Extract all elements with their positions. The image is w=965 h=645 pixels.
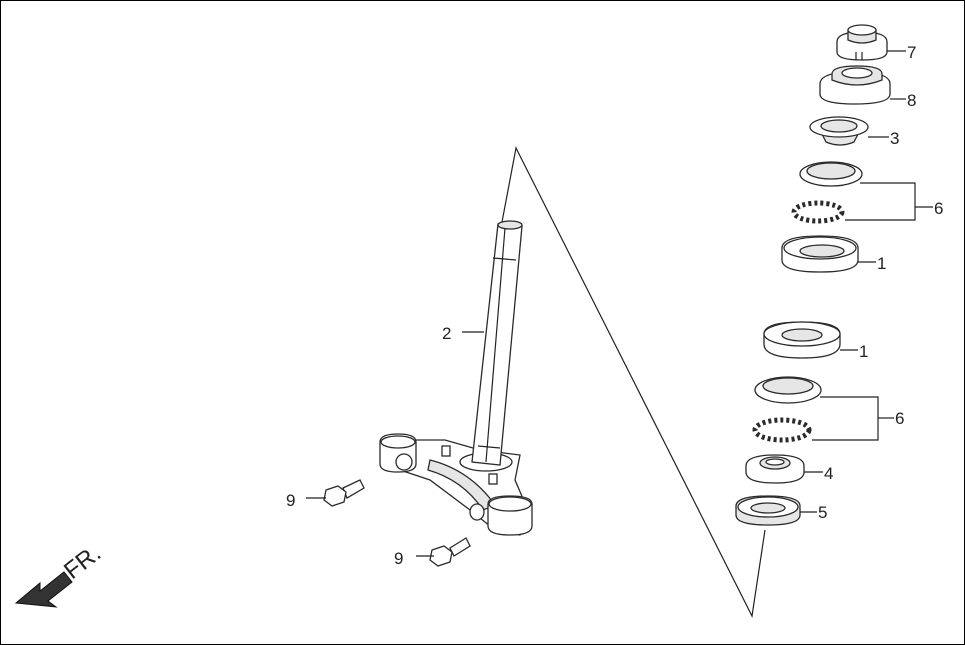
label-part-1-lower: 1 <box>859 342 868 361</box>
part-7-lock-nut <box>836 24 906 61</box>
part-8-adjusting-nut <box>819 65 906 105</box>
part-1-upper-race <box>781 235 876 273</box>
part-6-upper-ball-bearings <box>791 161 933 224</box>
label-part-7: 7 <box>907 43 916 62</box>
label-part-4: 4 <box>824 464 833 483</box>
label-part-3: 3 <box>890 129 899 148</box>
part-5-dust-seal <box>735 495 817 526</box>
part-1-lower-race <box>763 321 858 359</box>
part-6-lower-ball-bearings <box>752 376 894 443</box>
part-4-lower-cone-race <box>745 454 823 484</box>
part-9-upper-bolt <box>306 479 365 507</box>
part-9-lower-bolt <box>416 537 471 567</box>
part-3-upper-cone-race <box>809 116 889 146</box>
label-part-2: 2 <box>442 324 451 343</box>
label-part-6-upper: 6 <box>934 199 943 218</box>
label-part-5: 5 <box>818 503 827 522</box>
part-2-steering-stem <box>379 220 533 536</box>
label-part-8: 8 <box>907 91 916 110</box>
label-part-1-upper: 1 <box>877 254 886 273</box>
label-part-9-upper: 9 <box>286 491 295 510</box>
label-part-6-lower: 6 <box>895 409 904 428</box>
label-part-9-lower: 9 <box>394 549 403 568</box>
assembly-guide-lines <box>501 146 766 618</box>
front-direction-arrow-icon <box>14 571 73 608</box>
